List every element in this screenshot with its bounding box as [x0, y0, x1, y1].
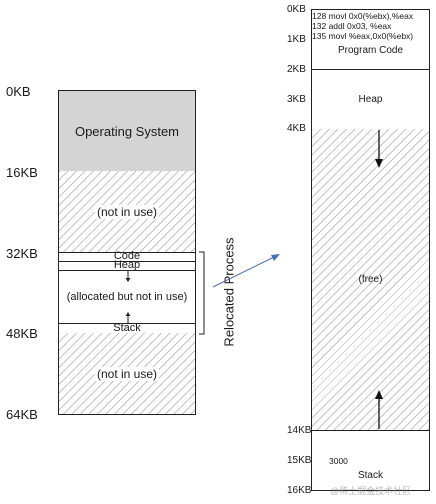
- label-15kb-right: 15KB: [287, 455, 312, 466]
- instruction-text: movl %eax,0x0(%ebx): [328, 31, 414, 41]
- heap-block-label: Heap: [358, 94, 383, 105]
- unused-region-top: (not in use): [58, 171, 196, 253]
- instruction-row: 135 movl %eax,0x0(%ebx): [312, 31, 413, 41]
- stack-growth-arrow-icon: [125, 312, 131, 323]
- label-2kb-right: 2KB: [287, 64, 306, 75]
- allocated-label: (allocated but not in use): [66, 290, 188, 303]
- instruction-text: addl 0x03, %eax: [328, 21, 392, 31]
- unused-top-label: (not in use): [94, 204, 160, 219]
- label-0kb-left: 0KB: [6, 84, 31, 99]
- free-label: (free): [358, 274, 383, 285]
- label-14kb-right: 14KB: [287, 425, 312, 436]
- allocated-region: (allocated but not in use): [58, 270, 196, 324]
- label-1kb-right: 1KB: [287, 34, 306, 45]
- mapping-arrow-icon: [212, 254, 280, 288]
- operating-system-label: Operating System: [74, 123, 180, 139]
- label-0kb-right: 0KB: [287, 4, 306, 15]
- relocated-process-bracket: [199, 251, 205, 335]
- heap-block: Heap: [311, 69, 430, 130]
- free-block: (free): [311, 129, 430, 431]
- stack-block: 3000 Stack: [311, 430, 430, 491]
- instruction-text: movl 0x0(%ebx),%eax: [328, 11, 414, 21]
- label-32kb-left: 32KB: [6, 246, 38, 261]
- label-3kb-right: 3KB: [287, 94, 306, 105]
- instruction-row: 132 addl 0x03, %eax: [312, 21, 391, 31]
- label-48kb-left: 48KB: [6, 326, 38, 341]
- stack-value: 3000: [329, 456, 348, 466]
- operating-system-block: Operating System: [58, 90, 196, 172]
- label-16kb-right: 16KB: [287, 485, 312, 496]
- heap-segment: Heap: [58, 259, 196, 271]
- code-segment: Code: [58, 250, 196, 262]
- instruction-row: 128 movl 0x0(%ebx),%eax: [312, 11, 413, 21]
- code-label: Code: [113, 250, 141, 262]
- instruction-address: 132: [312, 21, 327, 31]
- stack-block-label: Stack: [357, 470, 383, 481]
- heap-grows-down-arrow-icon: [375, 130, 383, 168]
- watermark: @稀土掘金技术社区: [330, 486, 412, 496]
- label-64kb-left: 64KB: [6, 407, 38, 422]
- instruction-address: 135: [312, 31, 327, 41]
- heap-growth-arrow-icon: [125, 271, 131, 282]
- unused-region-bottom: (not in use): [58, 333, 196, 415]
- stack-grows-up-arrow-icon: [375, 390, 383, 429]
- program-code-block: 128 movl 0x0(%ebx),%eax 132 addl 0x03, %…: [311, 9, 430, 70]
- label-16kb-left: 16KB: [6, 165, 38, 180]
- program-code-label: Program Code: [337, 45, 404, 56]
- instruction-address: 128: [312, 11, 327, 21]
- unused-bottom-label: (not in use): [94, 366, 160, 381]
- stack-label: Stack: [113, 322, 141, 334]
- heap-label: Heap: [113, 259, 141, 271]
- label-4kb-right: 4KB: [287, 123, 306, 134]
